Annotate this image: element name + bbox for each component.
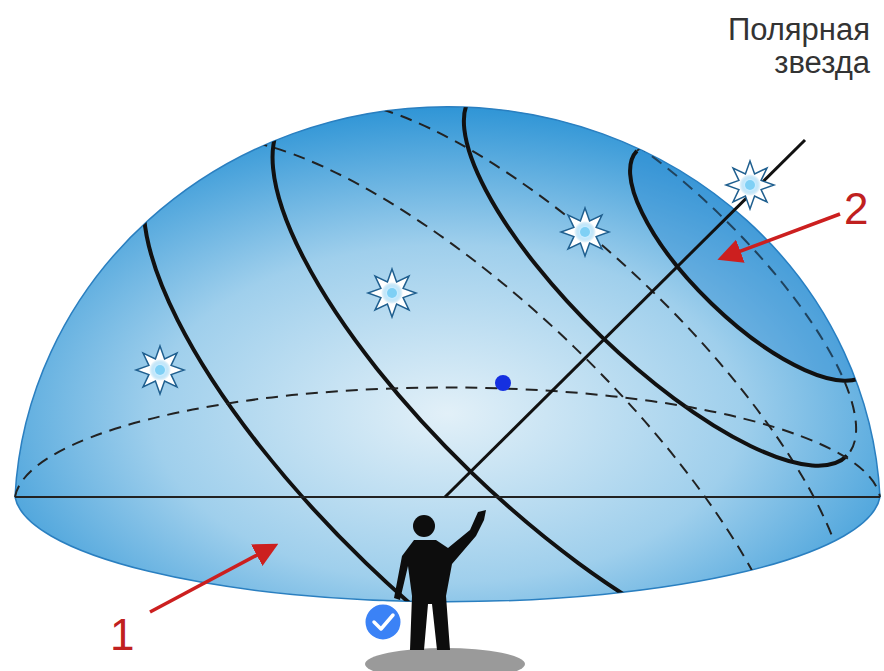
- callout-arrow: [722, 214, 840, 258]
- observer: [394, 510, 486, 650]
- star-name: Полярная звезда: [690, 14, 870, 79]
- star: [726, 161, 774, 209]
- sky-dome: [15, 107, 880, 602]
- star: [561, 208, 609, 256]
- daily-circle-front: [273, 116, 834, 660]
- zenith-point: [495, 375, 511, 391]
- stars: [136, 161, 774, 394]
- check-badge: [364, 603, 402, 641]
- star: [368, 269, 416, 317]
- daily-circle-back: [473, 84, 856, 455]
- daily-circle-front: [630, 151, 867, 381]
- world-axis: [445, 140, 805, 497]
- daily-circle-back: [637, 143, 874, 373]
- star: [136, 346, 184, 394]
- ground: [365, 648, 525, 671]
- callout-number: 1: [110, 612, 150, 658]
- callout-arrow: [150, 546, 274, 612]
- callout-number: 2: [844, 186, 880, 232]
- polar-circle-fill: [597, 109, 884, 415]
- daily-circle-back: [287, 100, 848, 644]
- horizon-back: [15, 388, 880, 497]
- daily-circles: [144, 84, 884, 671]
